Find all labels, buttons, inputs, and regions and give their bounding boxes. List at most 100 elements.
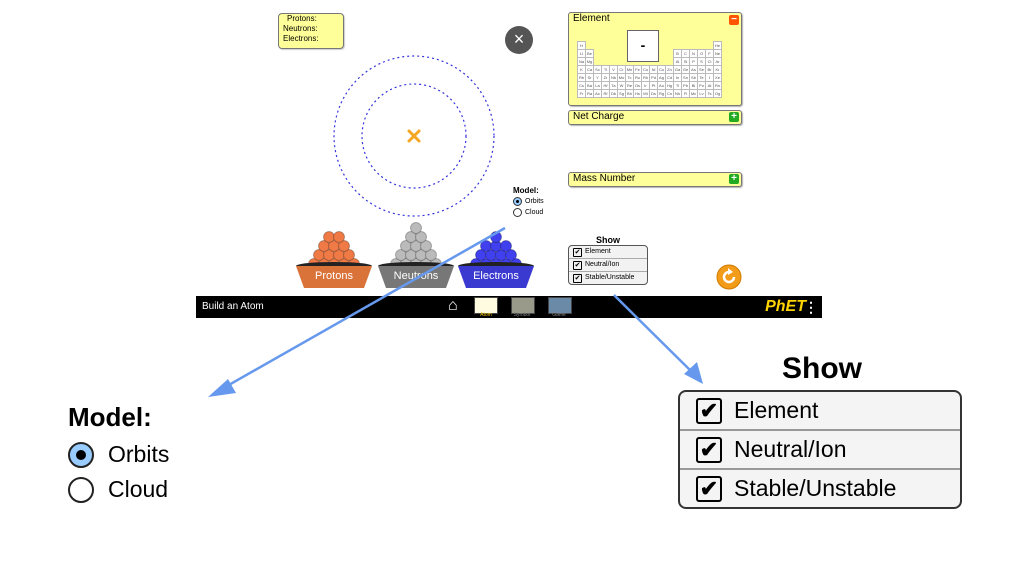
callout-neutral-ion-checkbox[interactable]: ✔Neutral/Ion <box>680 431 960 470</box>
element-cell-at[interactable]: At <box>705 81 714 90</box>
element-cell-rf[interactable]: Rf <box>601 89 610 98</box>
element-cell-f[interactable]: F <box>705 49 714 58</box>
particle[interactable] <box>333 231 345 243</box>
element-cell-ra[interactable]: Ra <box>585 89 594 98</box>
radio-unselected-icon[interactable] <box>68 476 94 503</box>
callout-element-checkbox[interactable]: ✔Element <box>680 392 960 431</box>
element-cell-b[interactable]: B <box>673 49 682 58</box>
element-cell-mn[interactable]: Mn <box>625 65 634 74</box>
checkbox-checked-icon[interactable]: ✔ <box>696 475 722 502</box>
element-cell-sg[interactable]: Sg <box>617 89 626 98</box>
element-cell-ca[interactable]: Ca <box>585 65 594 74</box>
element-cell-rg[interactable]: Rg <box>657 89 666 98</box>
callout-option-cloud[interactable]: Cloud <box>68 476 169 503</box>
element-cell-fe[interactable]: Fe <box>633 65 642 74</box>
element-cell-rn[interactable]: Rn <box>713 81 722 90</box>
element-cell-cl[interactable]: Cl <box>705 57 714 66</box>
checkbox-checked-icon[interactable]: ✔ <box>573 273 582 283</box>
particle[interactable] <box>323 231 335 243</box>
neutrons-bucket-label[interactable]: Neutrons <box>393 270 439 282</box>
element-cell-bh[interactable]: Bh <box>625 89 634 98</box>
show-element-checkbox[interactable]: ✔Element <box>569 246 647 259</box>
close-button[interactable]: × <box>505 26 533 54</box>
element-cell-be[interactable]: Be <box>585 49 594 58</box>
element-cell-he[interactable]: He <box>713 41 722 50</box>
show-stable-unstable-checkbox[interactable]: ✔Stable/Unstable <box>569 272 647 284</box>
element-cell-cn[interactable]: Cn <box>665 89 674 98</box>
particle[interactable] <box>500 240 512 252</box>
element-cell-n[interactable]: N <box>689 49 698 58</box>
element-cell-mc[interactable]: Mc <box>689 89 698 98</box>
element-cell-c[interactable]: C <box>681 49 690 58</box>
element-cell-ar[interactable]: Ar <box>713 57 722 66</box>
checkbox-checked-icon[interactable]: ✔ <box>573 260 582 270</box>
element-cell-fl[interactable]: Fl <box>681 89 690 98</box>
element-cell-rh[interactable]: Rh <box>641 73 650 82</box>
element-cell-ts[interactable]: Ts <box>705 89 714 98</box>
element-cell-hs[interactable]: Hs <box>633 89 642 98</box>
protons-bucket-label[interactable]: Protons <box>315 270 353 282</box>
element-cell-as[interactable]: As <box>689 65 698 74</box>
element-cell-nb[interactable]: Nb <box>609 73 618 82</box>
element-cell-ac[interactable]: Ac <box>593 89 602 98</box>
element-cell-se[interactable]: Se <box>697 65 706 74</box>
symbol-screen-label[interactable]: Symbol <box>513 312 531 318</box>
element-cell-tc[interactable]: Tc <box>625 73 634 82</box>
element-cell-pd[interactable]: Pd <box>649 73 658 82</box>
element-cell-ag[interactable]: Ag <box>657 73 666 82</box>
element-cell-ge[interactable]: Ge <box>681 65 690 74</box>
radio-selected-icon[interactable] <box>513 197 522 206</box>
home-icon[interactable]: ⌂ <box>448 297 458 314</box>
element-cell-mo[interactable]: Mo <box>617 73 626 82</box>
element-cell-re[interactable]: Re <box>625 81 634 90</box>
element-cell-na[interactable]: Na <box>577 57 586 66</box>
element-cell-v[interactable]: V <box>609 65 618 74</box>
game-screen-button[interactable] <box>548 297 572 314</box>
element-cell-au[interactable]: Au <box>657 81 666 90</box>
element-cell-ti[interactable]: Ti <box>601 65 610 74</box>
element-cell-ni[interactable]: Ni <box>649 65 658 74</box>
particle[interactable] <box>410 222 422 234</box>
atom-screen-label[interactable]: Atom <box>480 312 492 318</box>
element-cell-co[interactable]: Co <box>641 65 650 74</box>
element-cell-te[interactable]: Te <box>697 73 706 82</box>
element-cell-ne[interactable]: Ne <box>713 49 722 58</box>
element-cell-hg[interactable]: Hg <box>665 81 674 90</box>
element-cell-ba[interactable]: Ba <box>585 81 594 90</box>
element-cell-li[interactable]: Li <box>577 49 586 58</box>
element-cell-br[interactable]: Br <box>705 65 714 74</box>
callout-option-orbits[interactable]: Orbits <box>68 441 169 468</box>
menu-icon[interactable]: ⋮ <box>804 299 818 315</box>
checkbox-checked-icon[interactable]: ✔ <box>573 247 582 257</box>
radio-unselected-icon[interactable] <box>513 208 522 217</box>
element-cell-sb[interactable]: Sb <box>689 73 698 82</box>
checkbox-checked-icon[interactable]: ✔ <box>696 436 722 463</box>
element-cell-og[interactable]: Og <box>713 89 722 98</box>
model-option-orbits[interactable]: Orbits <box>513 197 544 206</box>
element-cell-mt[interactable]: Mt <box>641 89 650 98</box>
element-cell-hf[interactable]: Hf <box>601 81 610 90</box>
element-cell-os[interactable]: Os <box>633 81 642 90</box>
element-cell-sc[interactable]: Sc <box>593 65 602 74</box>
element-cell-ds[interactable]: Ds <box>649 89 658 98</box>
model-option-cloud[interactable]: Cloud <box>513 208 544 217</box>
element-cell-po[interactable]: Po <box>697 81 706 90</box>
element-cell-cr[interactable]: Cr <box>617 65 626 74</box>
show-neutral-ion-checkbox[interactable]: ✔Neutral/Ion <box>569 259 647 272</box>
symbol-screen-button[interactable] <box>511 297 535 314</box>
element-cell-lv[interactable]: Lv <box>697 89 706 98</box>
electrons-bucket-label[interactable]: Electrons <box>473 270 519 282</box>
element-cell-sn[interactable]: Sn <box>681 73 690 82</box>
particle[interactable] <box>490 231 502 243</box>
element-cell-ru[interactable]: Ru <box>633 73 642 82</box>
element-cell-la[interactable]: La <box>593 81 602 90</box>
element-cell-zn[interactable]: Zn <box>665 65 674 74</box>
element-cell-ga[interactable]: Ga <box>673 65 682 74</box>
element-cell-y[interactable]: Y <box>593 73 602 82</box>
element-cell-i[interactable]: I <box>705 73 714 82</box>
element-cell-pb[interactable]: Pb <box>681 81 690 90</box>
element-cell-mg[interactable]: Mg <box>585 57 594 66</box>
element-cell-cs[interactable]: Cs <box>577 81 586 90</box>
element-cell-k[interactable]: K <box>577 65 586 74</box>
element-cell-rb[interactable]: Rb <box>577 73 586 82</box>
